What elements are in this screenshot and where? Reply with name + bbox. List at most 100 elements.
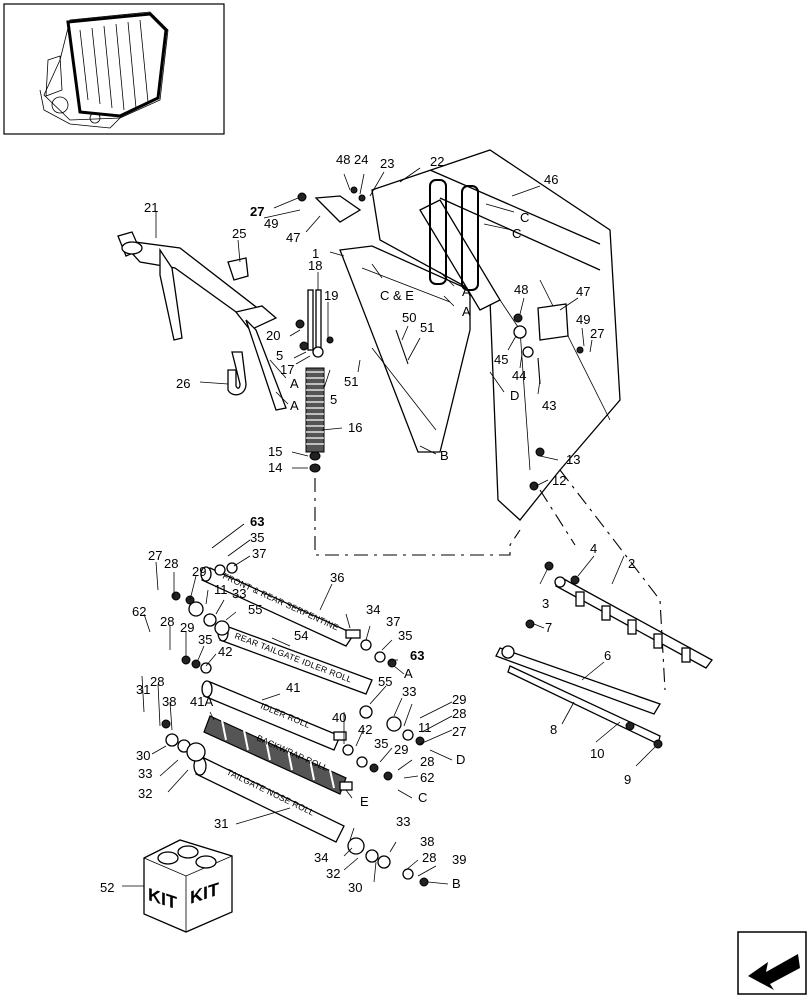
- ref-D-2: D: [456, 752, 465, 767]
- kit-box-52: KIT KIT: [143, 839, 233, 933]
- callout-37b: 37: [386, 614, 400, 629]
- callout-9: 9: [624, 772, 631, 787]
- bolt-3: [544, 561, 554, 571]
- callout-33c: 33: [138, 766, 152, 781]
- callout-15: 15: [268, 444, 282, 459]
- ref-D-1: D: [510, 388, 519, 403]
- callout-23: 23: [380, 156, 394, 171]
- callout-25: 25: [232, 226, 246, 241]
- callout-28c: 28: [150, 674, 164, 689]
- callout-47b: 47: [576, 284, 590, 299]
- callout-27a: 27: [250, 204, 264, 219]
- nut-4: [570, 575, 580, 585]
- callout-50: 50: [402, 310, 416, 325]
- callout-55b: 55: [378, 674, 392, 689]
- bracket-47-upper: [314, 195, 362, 223]
- callout-8: 8: [550, 722, 557, 737]
- callout-29b: 29: [180, 620, 194, 635]
- callout-63a: 63: [250, 514, 264, 529]
- callout-51a: 51: [420, 320, 434, 335]
- callout-43: 43: [542, 398, 556, 413]
- callout-51b: 51: [344, 374, 358, 389]
- callout-35c: 35: [198, 632, 212, 647]
- spring-16: [305, 367, 325, 473]
- callout-44: 44: [512, 368, 526, 383]
- arrow-icon: [748, 954, 800, 990]
- callout-39: 39: [452, 852, 466, 867]
- callout-32b: 32: [326, 866, 340, 881]
- callout-30b: 30: [348, 880, 362, 895]
- callout-11a: 11: [214, 582, 228, 597]
- callout-31b: 31: [214, 816, 228, 831]
- bracket-25: [227, 257, 249, 281]
- callout-19: 19: [324, 288, 338, 303]
- callout-48b: 48: [514, 282, 528, 297]
- ref-A-5: A: [404, 666, 413, 681]
- callout-22: 22: [430, 154, 444, 169]
- callout-18: 18: [308, 258, 322, 273]
- bearing-hardware: [161, 562, 429, 887]
- callout-5b: 5: [330, 392, 337, 407]
- callout-13: 13: [566, 452, 580, 467]
- callout-26: 26: [176, 376, 190, 391]
- callout-49a: 49: [264, 216, 278, 231]
- callout-7: 7: [545, 620, 552, 635]
- callout-35a: 35: [250, 530, 264, 545]
- leader-lines: [122, 167, 657, 887]
- callout-27d: 27: [452, 724, 466, 739]
- thumbnail-baler-icon: [39, 11, 169, 129]
- callout-labels: 1 2 3 4 5 5 6 7 8 9 10 11 11 12 13 14 15…: [100, 152, 635, 895]
- callout-33d: 33: [396, 814, 410, 829]
- callout-12: 12: [552, 473, 566, 488]
- callout-35b: 35: [398, 628, 412, 643]
- callout-41A: 41A: [190, 694, 213, 709]
- callout-32a: 32: [138, 786, 152, 801]
- callout-49b: 49: [576, 312, 590, 327]
- callout-29c: 29: [452, 692, 466, 707]
- callout-31a: 31: [136, 682, 150, 697]
- bar-8: [507, 665, 663, 749]
- callout-16: 16: [348, 420, 362, 435]
- callout-48a: 48: [336, 152, 350, 167]
- tailgate-arm-assembly: [117, 231, 287, 411]
- callout-28f: 28: [422, 850, 436, 865]
- rods-18: [307, 289, 322, 351]
- ref-C-1: C: [520, 210, 529, 225]
- callout-24: 24: [354, 152, 368, 167]
- callout-5a: 5: [276, 348, 283, 363]
- ref-E-1: E: [360, 794, 369, 809]
- callout-2: 2: [628, 556, 635, 571]
- callout-37a: 37: [252, 546, 266, 561]
- next-page-arrow-button[interactable]: [737, 931, 807, 995]
- callout-47a: 47: [286, 230, 300, 245]
- callout-4: 4: [590, 541, 597, 556]
- ref-B-1: B: [440, 448, 449, 463]
- callout-42a: 42: [218, 644, 232, 659]
- callout-27b: 27: [590, 326, 604, 341]
- callout-21: 21: [144, 200, 158, 215]
- tailgate-frame-46: [371, 149, 621, 521]
- callout-3: 3: [542, 596, 549, 611]
- callout-54: 54: [294, 628, 308, 643]
- ref-C-2: C: [512, 226, 521, 241]
- callout-38a: 38: [162, 694, 176, 709]
- callout-63b: 63: [410, 648, 424, 663]
- callout-40: 40: [332, 710, 346, 725]
- callout-45: 45: [494, 352, 508, 367]
- roll-36-label: FRONT & REAR SERPENTINE: [221, 571, 340, 633]
- callout-62a: 62: [132, 604, 146, 619]
- callout-28b: 28: [160, 614, 174, 629]
- callout-42b: 42: [358, 722, 372, 737]
- ref-A-4: A: [462, 304, 471, 319]
- callout-46: 46: [544, 172, 558, 187]
- locator-thumbnail[interactable]: [3, 3, 225, 135]
- callout-30a: 30: [136, 748, 150, 763]
- callout-33a: 33: [232, 586, 246, 601]
- rail-assembly-2: [554, 576, 713, 669]
- callout-34a: 34: [366, 602, 380, 617]
- callout-55a: 55: [248, 602, 262, 617]
- fastener-7: [525, 619, 535, 629]
- callout-34b: 34: [314, 850, 328, 865]
- callout-6: 6: [604, 648, 611, 663]
